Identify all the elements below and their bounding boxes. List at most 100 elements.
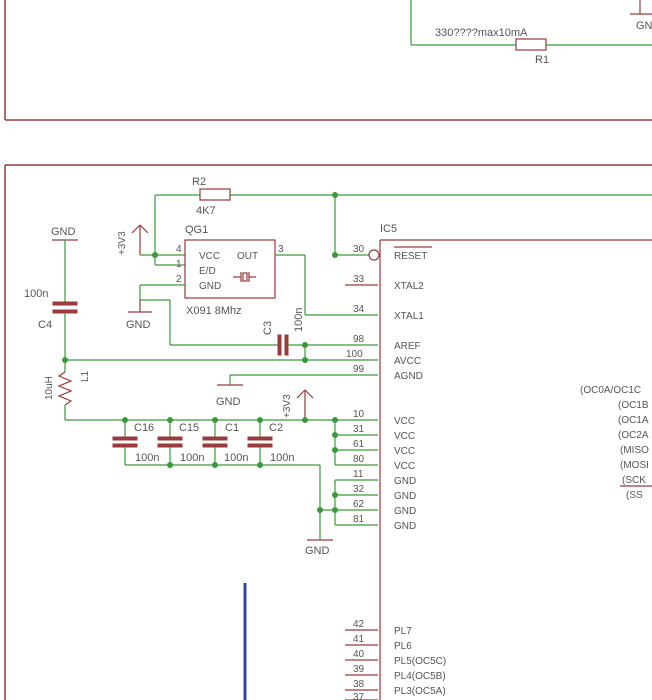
r1-resistor — [515, 38, 547, 51]
ic5-pin-num: 30 — [353, 244, 365, 255]
ic5-pin-num: 40 — [353, 649, 365, 660]
ic5-pin-label: PL7 — [394, 626, 412, 637]
left-filter-section: GND 100n C4 10uH L1 — [24, 226, 378, 420]
cap-c15: C15 100n — [157, 417, 204, 465]
ic5-pin-num: 99 — [353, 364, 365, 375]
crystal-icon — [233, 272, 256, 282]
ic5-pin-num: 33 — [353, 274, 365, 285]
decoupling-section: GND +3V3 C16 100n C15 100n — [65, 342, 378, 557]
ic5-right-label-3: (OC2A — [618, 430, 649, 441]
qg1-pin-ed: E/D — [199, 266, 216, 277]
l1-value: 10uH — [44, 376, 55, 400]
r1-name: R1 — [535, 54, 549, 66]
ic5-name: IC5 — [380, 223, 397, 235]
gnd-label-top-left: GND — [51, 226, 76, 238]
ic5-right-label-4: (MISO — [620, 445, 649, 456]
ic5-pin-label: GND — [394, 506, 416, 517]
ic5-pin-num: 42 — [353, 619, 365, 630]
ic5-pin-num: 11 — [353, 469, 364, 480]
ic5-pin-num: 38 — [353, 679, 365, 690]
ic5-pin-label: PL3(OC5A) — [394, 686, 446, 697]
c3-name: C3 — [262, 321, 274, 335]
c2-name: C2 — [269, 422, 283, 434]
qg1-pin-1: 1 — [176, 259, 182, 270]
l1-name: L1 — [80, 370, 91, 382]
qg1-pin-out: OUT — [237, 251, 258, 262]
c4-name: C4 — [38, 319, 52, 331]
c15-name: C15 — [179, 422, 199, 434]
ic5-pin-num: 37 — [353, 692, 365, 700]
agnd-gnd-label: GND — [216, 396, 241, 408]
cap-c2: C2 100n — [247, 417, 294, 465]
cap-c16: C16 100n — [112, 417, 159, 465]
c2-value: 100n — [270, 452, 294, 464]
gnd-symbol-qg1: GND — [126, 300, 152, 331]
ic5-pin-label: XTAL1 — [394, 311, 424, 322]
ic5-pin-label: PL5(OC5C) — [394, 656, 446, 667]
gnd-label-qg1: GND — [126, 319, 151, 331]
ic5-pin-num: 31 — [353, 424, 365, 435]
qg1-pin-4: 4 — [176, 244, 182, 255]
l1-inductor — [57, 371, 73, 406]
qg1-part: X091 8Mhz — [186, 305, 242, 317]
ic5-pin-num: 62 — [353, 499, 365, 510]
ic5-pin-num: 100 — [346, 349, 363, 360]
top-gnd-fragment: GN — [636, 20, 652, 32]
r2-resistor — [199, 188, 231, 201]
ic5-pin-label: RESET — [394, 251, 427, 262]
r2-value: 4K7 — [196, 205, 216, 217]
c3-value: 100n — [293, 308, 305, 332]
ic5-pin-label: PL6 — [394, 641, 412, 652]
supply-3v3-symbol-right: +3V3 — [282, 389, 314, 420]
ic5-pin-label: GND — [394, 521, 416, 532]
c3-capacitor: C3 100n — [262, 308, 305, 356]
ic5-pin-num: 34 — [353, 304, 365, 315]
ic5-block: IC5 (OC0A/OC1C (OC1B (OC1A (OC2A (MISO (… — [305, 195, 652, 700]
ic5-right-label-2: (OC1A — [618, 415, 649, 426]
ic5-pin-num: 39 — [353, 664, 365, 675]
supply-3v3-symbol-left: +3V3 — [117, 224, 149, 255]
qg1-name: QG1 — [185, 224, 208, 236]
c16-name: C16 — [134, 422, 154, 434]
ic5-right-label-6: (SCK — [622, 475, 646, 486]
ic5-pin-label: PL4(OC5B) — [394, 671, 446, 682]
c16-value: 100n — [135, 452, 159, 464]
top-led-circuit: 330????max10mA R1 GN — [410, 0, 652, 66]
qg1-pin-vcc: VCC — [199, 251, 220, 262]
main-sheet-frame — [4, 164, 652, 700]
supply-3v3-label-left: +3V3 — [117, 231, 128, 255]
qg1-oscillator — [184, 239, 276, 299]
ic5-pin-label: XTAL2 — [394, 281, 424, 292]
c15-value: 100n — [180, 452, 204, 464]
ic5-pin-label: GND — [394, 476, 416, 487]
ic5-pin-num: 98 — [353, 334, 365, 345]
ic5-right-label-1: (OC1B — [618, 400, 649, 411]
supply-3v3-label-right: +3V3 — [282, 394, 293, 418]
ic5-right-label-5: (MOSI — [620, 460, 649, 471]
ic5-right-label-0: (OC0A/OC1C — [580, 385, 641, 396]
qg1-pin-2: 2 — [176, 274, 182, 285]
cap-c1: C1 100n — [202, 417, 248, 465]
ic5-pin-num: 81 — [353, 514, 365, 525]
ic5-right-label-7: (SS — [626, 490, 643, 501]
qg1-pin-gnd: GND — [199, 281, 221, 292]
ic5-pin-label: VCC — [394, 461, 415, 472]
ic5-pin-label: GND — [394, 491, 416, 502]
top-sheet-frame — [4, 0, 652, 121]
ic5-pins: 30 RESET 33 XTAL2 34 XTAL1 98 AREF 100 A… — [346, 244, 446, 700]
ic5-pin-num: 32 — [353, 484, 365, 495]
oscillator-section: R2 4K7 +3V3 QG1 VCC E/D GND OUT 4 1 2 3 — [117, 176, 652, 356]
ic5-pin-label: VCC — [394, 416, 415, 427]
gnd-label-bottom: GND — [305, 545, 330, 557]
ic5-pin-num: 10 — [353, 409, 365, 420]
c1-value: 100n — [224, 452, 248, 464]
c4-value: 100n — [24, 288, 48, 300]
qg1-pin-3: 3 — [278, 244, 284, 255]
ic5-pin-label: AGND — [394, 371, 423, 382]
ic5-pin-label: AVCC — [394, 356, 421, 367]
ic5-pin-num: 41 — [353, 634, 365, 645]
r1-value: 330????max10mA — [435, 27, 528, 39]
ic5-pin-num: 61 — [353, 439, 365, 450]
r2-name: R2 — [192, 176, 206, 188]
